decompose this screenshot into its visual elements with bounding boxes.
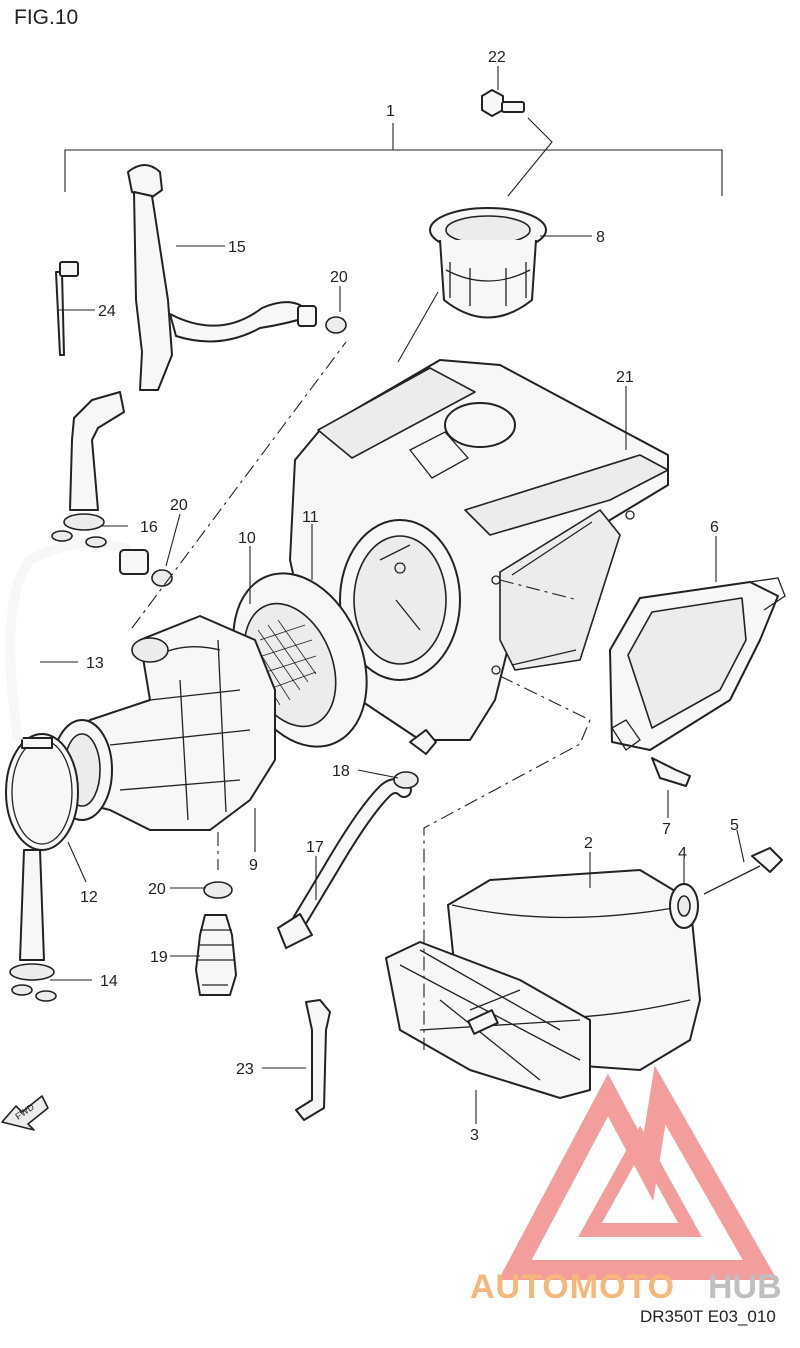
callout-1: 1 — [386, 103, 395, 120]
drain-hose-17 — [277, 778, 412, 949]
callout-5: 5 — [730, 817, 739, 834]
callout-labels: 1 2 3 4 5 6 7 8 9 10 11 12 13 14 15 16 1… — [80, 49, 739, 1144]
clip-20-bottom — [203, 881, 233, 899]
callout-20-middle: 20 — [170, 497, 188, 514]
figure-code: DR350T E03_010 — [640, 1307, 776, 1326]
callout-12: 12 — [80, 889, 98, 906]
callout-3: 3 — [470, 1127, 479, 1144]
strap-24 — [55, 261, 79, 356]
drain-plug-19 — [195, 914, 237, 996]
callout-8: 8 — [596, 229, 605, 246]
watermark-brand-part2: HUB — [708, 1268, 782, 1306]
callout-24: 24 — [98, 303, 116, 320]
clip-18 — [393, 771, 419, 789]
callout-4: 4 — [678, 845, 687, 862]
callout-22: 22 — [488, 49, 506, 66]
callout-14: 14 — [100, 973, 118, 990]
breather-hose-16 — [51, 391, 125, 548]
assembly-bracket — [64, 123, 723, 196]
callout-16: 16 — [140, 519, 158, 536]
figure-title: FIG.10 — [14, 6, 78, 29]
callout-9: 9 — [249, 857, 258, 874]
bolt-22 — [481, 89, 553, 197]
callout-17: 17 — [306, 839, 324, 856]
bracket-23 — [295, 999, 331, 1121]
clip-20-top — [325, 316, 347, 334]
callout-11: 11 — [302, 509, 319, 526]
callout-2: 2 — [584, 835, 593, 852]
drain-tube-14 — [9, 849, 57, 1002]
callout-20-top: 20 — [330, 269, 348, 286]
watermark-logo — [498, 1065, 778, 1280]
callout-18: 18 — [332, 763, 350, 780]
screw-5 — [703, 847, 783, 895]
filter-cage-3 — [385, 941, 591, 1099]
watermark-brand-part1: AUTOMOTO — [470, 1268, 675, 1306]
callout-6: 6 — [710, 519, 719, 536]
callout-15: 15 — [228, 239, 246, 256]
callout-7: 7 — [662, 821, 671, 838]
alignment-lines — [131, 341, 591, 1050]
callout-19: 19 — [150, 949, 168, 966]
callout-13: 13 — [86, 655, 104, 672]
air-funnel-8 — [397, 207, 547, 363]
side-cover-6 — [609, 577, 786, 787]
callout-10: 10 — [238, 530, 256, 547]
fwd-direction-marker: FWD — [1, 1095, 49, 1131]
leader-lines — [40, 66, 745, 1124]
breather-hose-15 — [127, 164, 317, 391]
washer-4 — [669, 883, 699, 929]
air-box-21 — [289, 359, 669, 755]
clamp-12 — [5, 733, 79, 851]
callout-23: 23 — [236, 1061, 254, 1078]
callout-20-bottom: 20 — [148, 881, 166, 898]
callout-21: 21 — [616, 369, 634, 386]
air-boot-9 — [51, 615, 276, 831]
